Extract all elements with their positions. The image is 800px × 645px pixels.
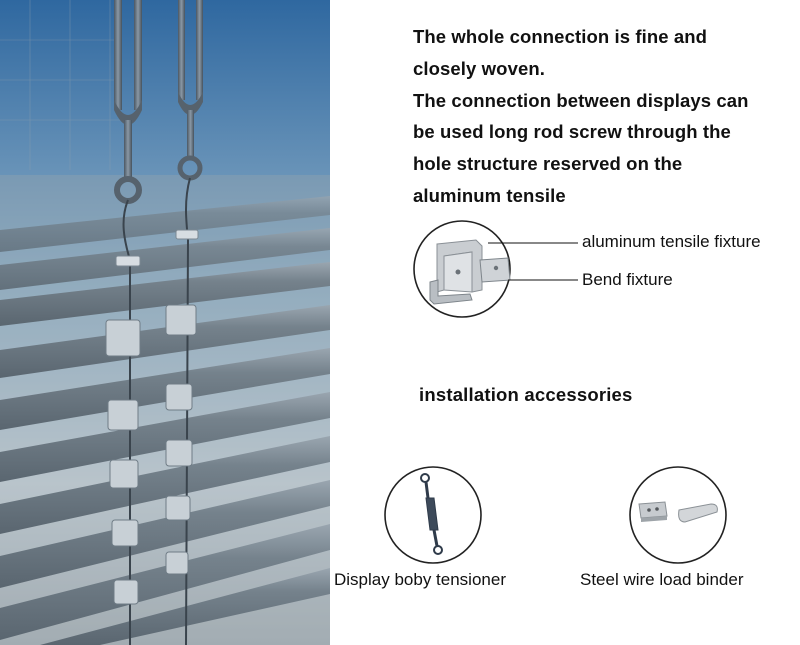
wire-clamps <box>115 229 199 267</box>
caption-steel-wire-load-binder: Steel wire load binder <box>580 570 744 589</box>
wire-clamp-icon <box>638 501 718 523</box>
intro-line-6: aluminum tensile <box>413 184 566 206</box>
display-slats <box>0 196 330 645</box>
aluminum-tensile-fixture-icon <box>436 239 483 293</box>
accessories-heading: installation accessories <box>419 384 633 405</box>
intro-line-4: be used long rod screw through the <box>413 121 731 143</box>
display-body-tensioner-image <box>384 466 482 564</box>
intro-line-2: closely woven. <box>413 57 545 79</box>
intro-line-3: The connection between displays can <box>413 89 749 111</box>
intro-text: The whole connection is fine and closely… <box>413 21 793 212</box>
fixture-detail-image <box>413 220 511 318</box>
steel-wire-load-binder-image <box>629 466 727 564</box>
intro-line-5: hole structure reserved on the <box>413 153 683 175</box>
turnbuckle-icon <box>420 473 443 555</box>
callout-bend-fixture: Bend fixture <box>582 270 673 289</box>
bend-fixtures <box>105 304 197 605</box>
installation-render-image <box>0 0 330 645</box>
caption-display-body-tensioner: Display boby tensioner <box>334 570 506 589</box>
callout-lines <box>488 242 578 281</box>
render-scene <box>0 0 330 645</box>
intro-line-1: The whole connection is fine and <box>413 26 708 47</box>
callout-aluminum-tensile-fixture: aluminum tensile fixture <box>582 232 761 251</box>
